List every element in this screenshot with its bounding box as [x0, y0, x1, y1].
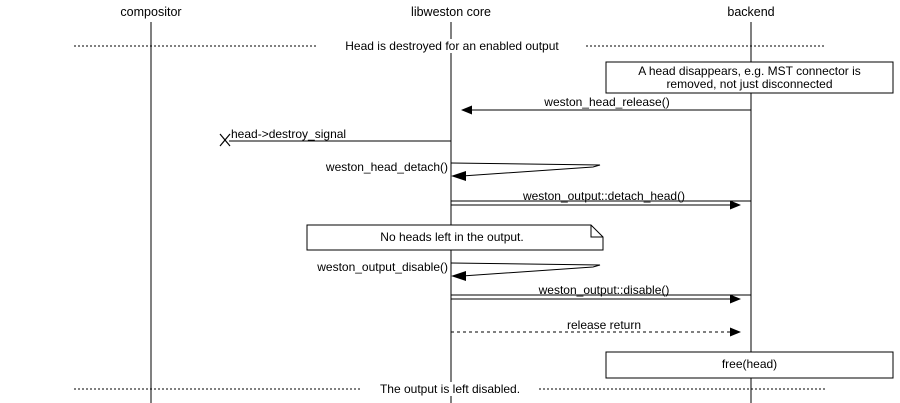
message-label-head-destroy-signal: head->destroy_signal [231, 127, 347, 141]
no-heads-note-text: No heads left in the output. [380, 230, 524, 244]
head-destroy-signal-arrow [219, 133, 451, 147]
mst-note-line2: removed, not just disconnected [666, 77, 833, 91]
actor-label-compositor: compositor [120, 5, 182, 19]
bottom-separator-label: The output is left disabled. [376, 382, 524, 396]
message-label-weston-output-disable-self: weston_output_disable() [317, 260, 448, 274]
mst-note-text: A head disappears, e.g. MST connector is… [606, 65, 893, 91]
actor-label-libweston-core: libweston core [411, 5, 491, 19]
weston-output-disable-loop [450, 262, 601, 281]
message-label-weston-head-release: weston_head_release() [544, 95, 670, 109]
top-separator-label: Head is destroyed for an enabled output [342, 39, 562, 53]
mst-note-shape [605, 61, 894, 94]
free-head-note-shape [605, 351, 894, 379]
no-heads-note-shape [306, 224, 604, 251]
weston-output-detach-head-arrow [451, 200, 751, 210]
mst-note-line1: A head disappears, e.g. MST connector is [638, 64, 861, 78]
actor-label-backend: backend [727, 5, 775, 19]
weston-head-detach-loop [450, 162, 601, 181]
message-label-weston-output-detach-head: weston_output::detach_head() [522, 189, 686, 203]
message-label-release-return: release return [566, 318, 642, 332]
message-label-weston-head-detach: weston_head_detach() [325, 160, 448, 174]
free-head-note-text: free(head) [721, 357, 778, 371]
weston-output-disable-arrow [451, 294, 751, 304]
message-label-weston-output-disable: weston_output::disable() [538, 283, 670, 297]
